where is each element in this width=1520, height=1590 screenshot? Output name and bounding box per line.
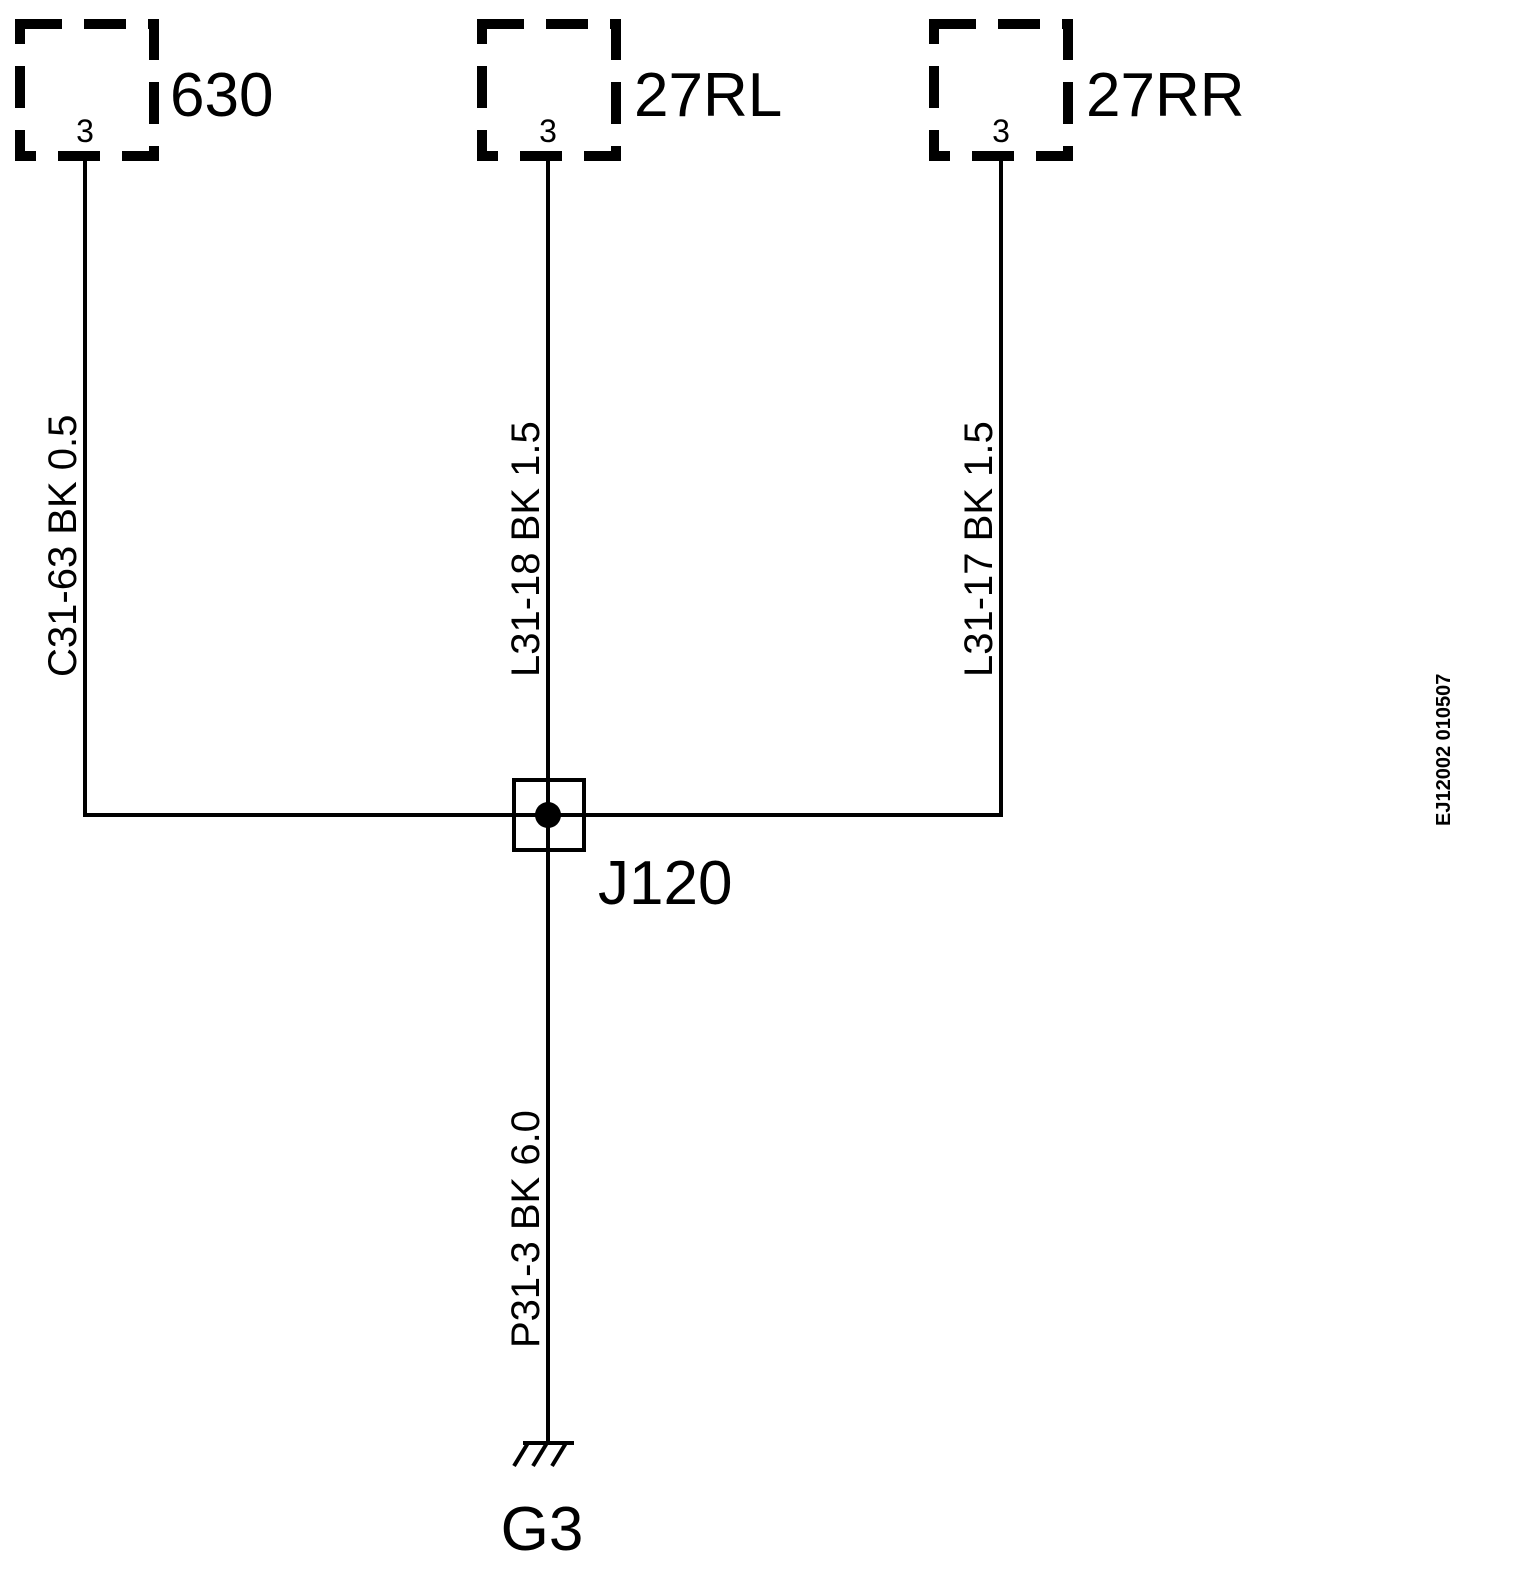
document-code: EJ12002 010507 bbox=[1433, 674, 1455, 826]
pin-label-27rl: 3 bbox=[539, 113, 557, 149]
ground-g3[interactable]: G3 bbox=[501, 1441, 584, 1564]
connector-box-27rl bbox=[477, 19, 621, 161]
component-name-27rr: 27RR bbox=[1086, 61, 1245, 130]
connector-box-630 bbox=[15, 19, 159, 161]
junction-name: J120 bbox=[598, 849, 732, 918]
component-630[interactable]: 3 630 bbox=[15, 19, 273, 161]
component-27rr[interactable]: 3 27RR bbox=[929, 19, 1245, 161]
wire-label-ground: P31-3 BK 6.0 bbox=[504, 1110, 548, 1348]
connector-box-27rr bbox=[929, 19, 1073, 161]
component-name-27rl: 27RL bbox=[634, 61, 782, 130]
wire-27rr[interactable]: L31-17 BK 1.5 bbox=[957, 158, 1003, 817]
pin-label-630: 3 bbox=[76, 113, 94, 149]
wire-label-27rr: L31-17 BK 1.5 bbox=[957, 421, 1001, 677]
wire-27rl[interactable]: L31-18 BK 1.5 bbox=[504, 158, 550, 817]
wire-ground[interactable]: P31-3 BK 6.0 bbox=[504, 813, 550, 1445]
ground-name: G3 bbox=[501, 1495, 584, 1564]
junction-j120[interactable]: J120 bbox=[512, 778, 732, 918]
pin-label-27rr: 3 bbox=[992, 113, 1010, 149]
wire-label-630: C31-63 BK 0.5 bbox=[41, 415, 85, 677]
component-27rl[interactable]: 3 27RL bbox=[477, 19, 782, 161]
component-name-630: 630 bbox=[170, 61, 273, 130]
wire-630[interactable]: C31-63 BK 0.5 bbox=[41, 158, 87, 817]
wire-label-27rl: L31-18 BK 1.5 bbox=[504, 421, 548, 677]
ground-icon bbox=[512, 1441, 574, 1468]
